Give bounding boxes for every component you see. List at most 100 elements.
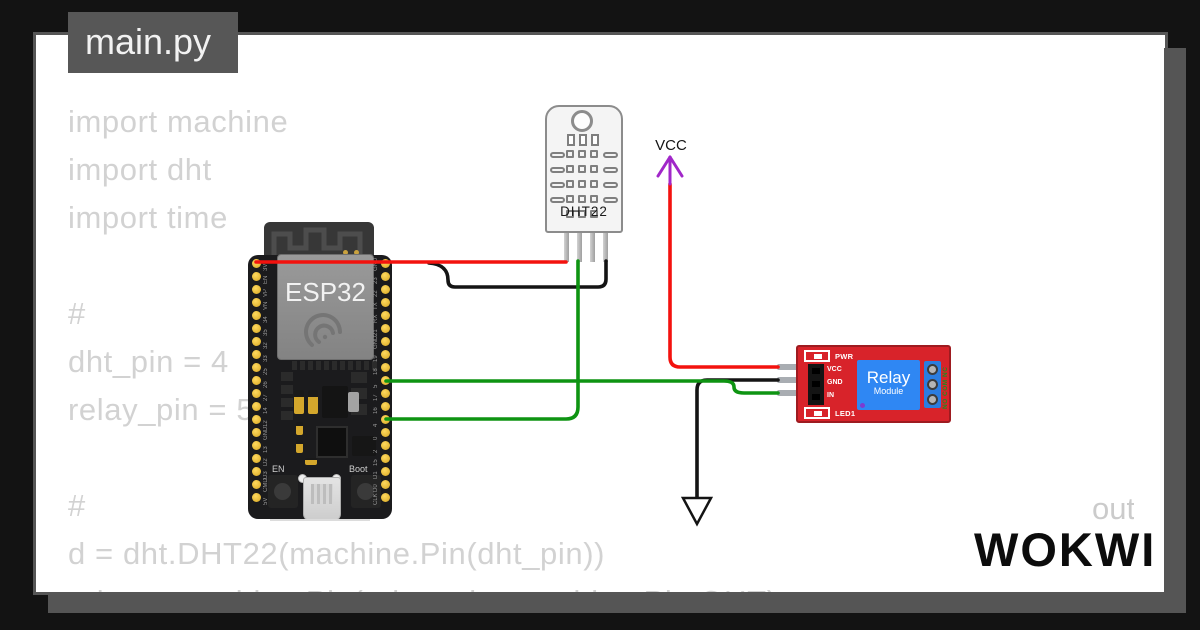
esp32-pin-left-5v[interactable] (251, 492, 261, 502)
esp32-pin-right-5[interactable] (380, 375, 390, 385)
relay-in-pin-label: IN (827, 392, 834, 399)
esp32-pin-label: 25 (262, 367, 269, 375)
esp32-pin-right-gnd[interactable] (380, 336, 390, 346)
esp32-pin-right-rx[interactable] (380, 310, 390, 320)
esp32-pin-left-12[interactable] (251, 414, 261, 424)
esp32-pin-left-35[interactable] (251, 323, 261, 333)
esp32-pin-label: 2 (372, 449, 379, 453)
esp32-pin-left-32[interactable] (251, 336, 261, 346)
boot-button[interactable] (351, 475, 381, 508)
regulator-tab (348, 392, 359, 412)
esp32-pin-label: 32 (262, 341, 269, 349)
relay-pcb: PWR VCC GND IN LED1 Relay Module NO COM … (796, 345, 951, 423)
esp32-pin-left-13[interactable] (251, 440, 261, 450)
esp32-pin-right-19[interactable] (380, 349, 390, 359)
antenna-pad (343, 250, 348, 255)
shield-pad (340, 361, 345, 370)
esp32-pin-right-18[interactable] (380, 362, 390, 372)
esp32-pin-right-0[interactable] (380, 427, 390, 437)
esp32-pin-right-clk[interactable] (380, 492, 390, 502)
esp32-pin-left-14[interactable] (251, 401, 261, 411)
esp32-pin-left-3v3[interactable] (251, 258, 261, 268)
shield-pad (292, 361, 297, 370)
voltage-regulator (322, 386, 348, 418)
esp32-pin-label: 5 (372, 384, 379, 388)
esp32-pin-right-22[interactable] (380, 284, 390, 294)
esp32-pin-left-en[interactable] (251, 271, 261, 281)
esp32-pin-left-vn[interactable] (251, 297, 261, 307)
en-button[interactable] (268, 475, 298, 508)
shield-pad (308, 361, 313, 370)
esp32-pin-right-gnd[interactable] (380, 258, 390, 268)
antenna-pad (354, 250, 359, 255)
small-ic (352, 436, 376, 456)
dht22-vent (566, 180, 574, 188)
code-line-10: d = dht.DHT22(machine.Pin(dht_pin)) (68, 536, 606, 571)
esp32-pin-left-vp[interactable] (251, 284, 261, 294)
esp32-pin-left-d2[interactable] (251, 453, 261, 463)
esp32-pin-left-gnd[interactable] (251, 427, 261, 437)
dht22-pin-4[interactable] (602, 231, 608, 262)
esp32-pin-right-tx[interactable] (380, 297, 390, 307)
esp32-pin-label: D0 (372, 483, 379, 492)
dht22-vent (590, 180, 598, 188)
dht22-vent (566, 165, 574, 173)
esp32-pin-label: 15 (372, 458, 379, 466)
esp32-pin-left-27[interactable] (251, 388, 261, 398)
esp32-pin-label: RX (372, 314, 379, 323)
code-line-8 (68, 434, 1068, 482)
shield-pad (281, 411, 293, 420)
esp32-pin-right-21[interactable] (380, 323, 390, 333)
esp32-pin-left-26[interactable] (251, 375, 261, 385)
clipped-code-text: out (1092, 491, 1134, 526)
board-shadow (270, 519, 370, 521)
esp32-pin-right-15[interactable] (380, 453, 390, 463)
esp32-pin-label: 21 (372, 328, 379, 336)
code-line-2: import dht (68, 152, 212, 187)
esp32-pin-right-2[interactable] (380, 440, 390, 450)
vcc-symbol-label: VCC (655, 137, 687, 154)
tab-main-py[interactable]: main.py (68, 12, 238, 73)
relay-terminal-label: NO COM NC (942, 366, 949, 409)
window-shadow-bottom (48, 595, 1186, 613)
esp32-pin-left-25[interactable] (251, 362, 261, 372)
relay-module[interactable]: PWR VCC GND IN LED1 Relay Module NO COM … (777, 340, 953, 426)
shield-pad (348, 361, 353, 370)
esp32-pin-right-d0[interactable] (380, 479, 390, 489)
dht22-vent (566, 210, 574, 218)
esp32-pin-left-33[interactable] (251, 349, 261, 359)
esp32-pin-left-34[interactable] (251, 310, 261, 320)
capacitor (294, 390, 304, 414)
esp32-pin-right-16[interactable] (380, 401, 390, 411)
esp32-pin-right-d1[interactable] (380, 466, 390, 476)
led1-label: LED1 (835, 409, 856, 418)
dht22-vent (603, 167, 618, 173)
shield-pad (281, 398, 293, 407)
led1-component (804, 407, 830, 419)
esp32-pin-left-cmd[interactable] (251, 479, 261, 489)
esp32-pin-label: CMD (262, 477, 269, 492)
esp32-pin-label: 17 (372, 393, 379, 401)
esp32-pin-right-17[interactable] (380, 388, 390, 398)
espressif-swirl-icon (304, 313, 342, 347)
dht22-vent (590, 150, 598, 158)
esp32-pin-label: VN (262, 301, 269, 310)
esp32-pin-label: D2 (262, 457, 269, 466)
usb-uart-chip (316, 426, 348, 458)
code-line-9: # (68, 488, 86, 523)
esp32-pin-right-23[interactable] (380, 271, 390, 281)
dht22-vent (578, 195, 586, 203)
esp32-pin-left-d3[interactable] (251, 466, 261, 476)
esp32-pin-right-4[interactable] (380, 414, 390, 424)
dht22-vent (550, 167, 565, 173)
esp32-pin-label: GND (262, 426, 269, 440)
esp32-pin-label: 35 (262, 328, 269, 336)
dht22-pin-1[interactable] (563, 231, 569, 262)
esp32-pin-label: 22 (372, 289, 379, 297)
dht22-pin-3[interactable] (589, 231, 595, 262)
dht22-pin-2[interactable] (576, 231, 582, 262)
dht22-sensor[interactable]: DHT22 (545, 105, 623, 265)
window-shadow-right (1164, 48, 1186, 613)
esp32-pin-label: 14 (262, 406, 269, 414)
